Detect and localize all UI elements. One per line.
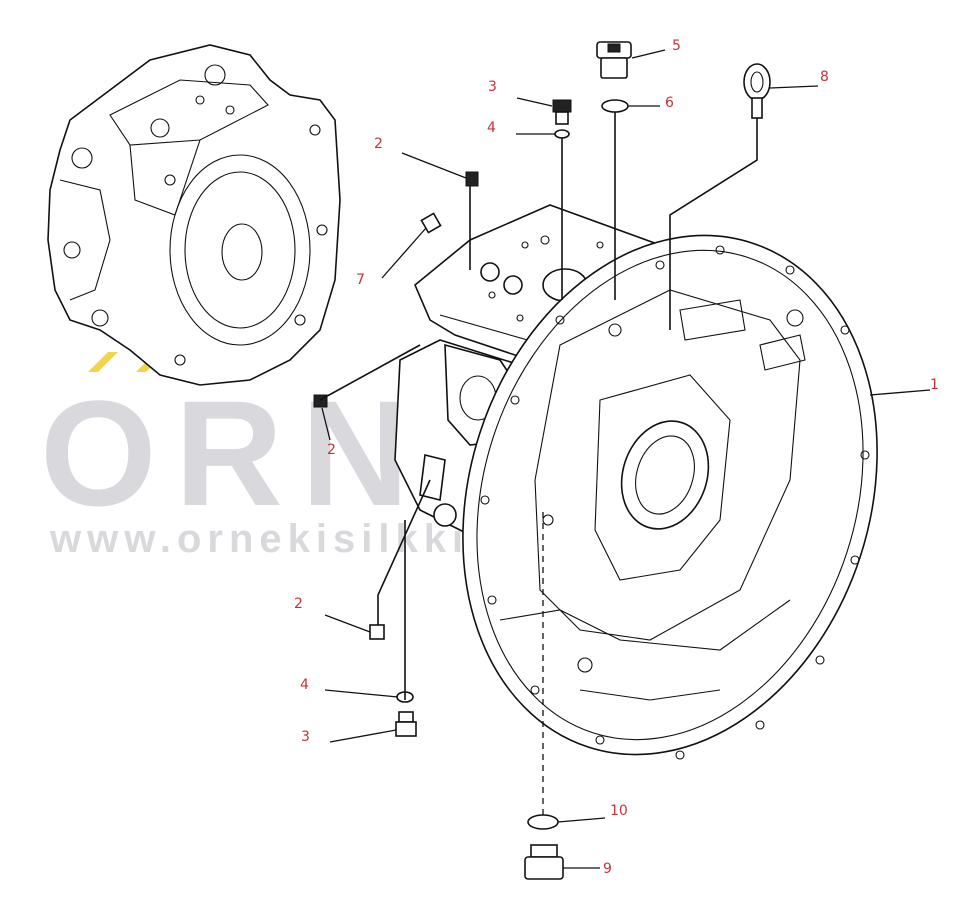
callout-4-top: 4 [487,120,496,136]
callout-6: 6 [665,95,674,111]
callout-2-top: 2 [374,136,383,152]
leader-lines [321,49,931,869]
pump-housing [394,204,878,760]
callout-9: 9 [603,861,612,877]
part-4-o-ring-top [554,129,570,139]
callouts: 1 2 2 2 3 3 4 4 5 6 7 8 9 10 [294,38,939,877]
part-2-plug-top [465,171,479,187]
part-3-fitting-top [552,99,572,125]
callout-2-left: 2 [327,442,336,458]
part-5-plug [596,41,632,79]
callout-3-top: 3 [488,79,497,95]
callout-3-lower: 3 [301,729,310,745]
part-2-plug-lower [369,624,385,640]
part-7-pin [420,212,442,234]
callout-8: 8 [820,69,829,85]
callout-5: 5 [672,38,681,54]
installation-lines [319,112,758,815]
callout-4-lower: 4 [300,677,309,693]
part-10-o-ring [527,814,559,830]
reference-view-pump [47,44,341,386]
watermark-accent-mark [88,352,118,372]
part-9-plug [524,844,564,880]
part-6-o-ring [601,99,629,113]
callout-2-lower: 2 [294,596,303,612]
part-3-fitting-lower [395,711,417,737]
callout-10: 10 [610,803,628,819]
callout-7: 7 [356,272,365,288]
callout-1: 1 [930,377,939,393]
part-8-eye-bolt [743,63,771,119]
